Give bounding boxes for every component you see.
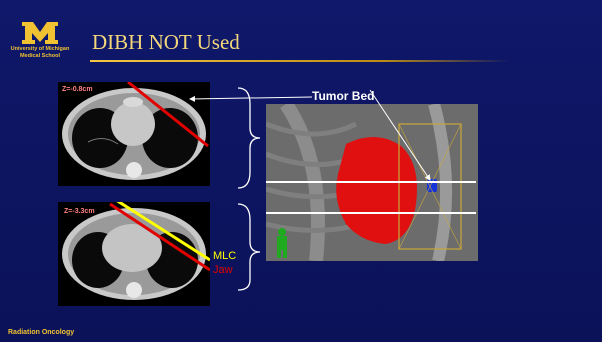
- ct-slice-bottom: [58, 202, 210, 306]
- ct-slice-bottom-image: [58, 202, 210, 306]
- footer-department: Radiation Oncology: [8, 329, 74, 336]
- z-position-label-bottom: Z=-3.3cm: [64, 208, 95, 215]
- university-logo: University of Michigan Medical School: [10, 20, 70, 60]
- tumor-bed-arrows: [170, 86, 440, 186]
- block-m-icon: [21, 20, 59, 46]
- z-position-label-top: Z=-0.8cm: [62, 86, 93, 93]
- slide-title: DIBH NOT Used: [92, 30, 240, 55]
- title-underline: [90, 60, 510, 62]
- logo-line-2: Medical School: [10, 53, 70, 60]
- jaw-label: Jaw: [213, 264, 233, 276]
- slice-line-bottom: [266, 212, 476, 214]
- logo-line-1: University of Michigan: [10, 46, 70, 53]
